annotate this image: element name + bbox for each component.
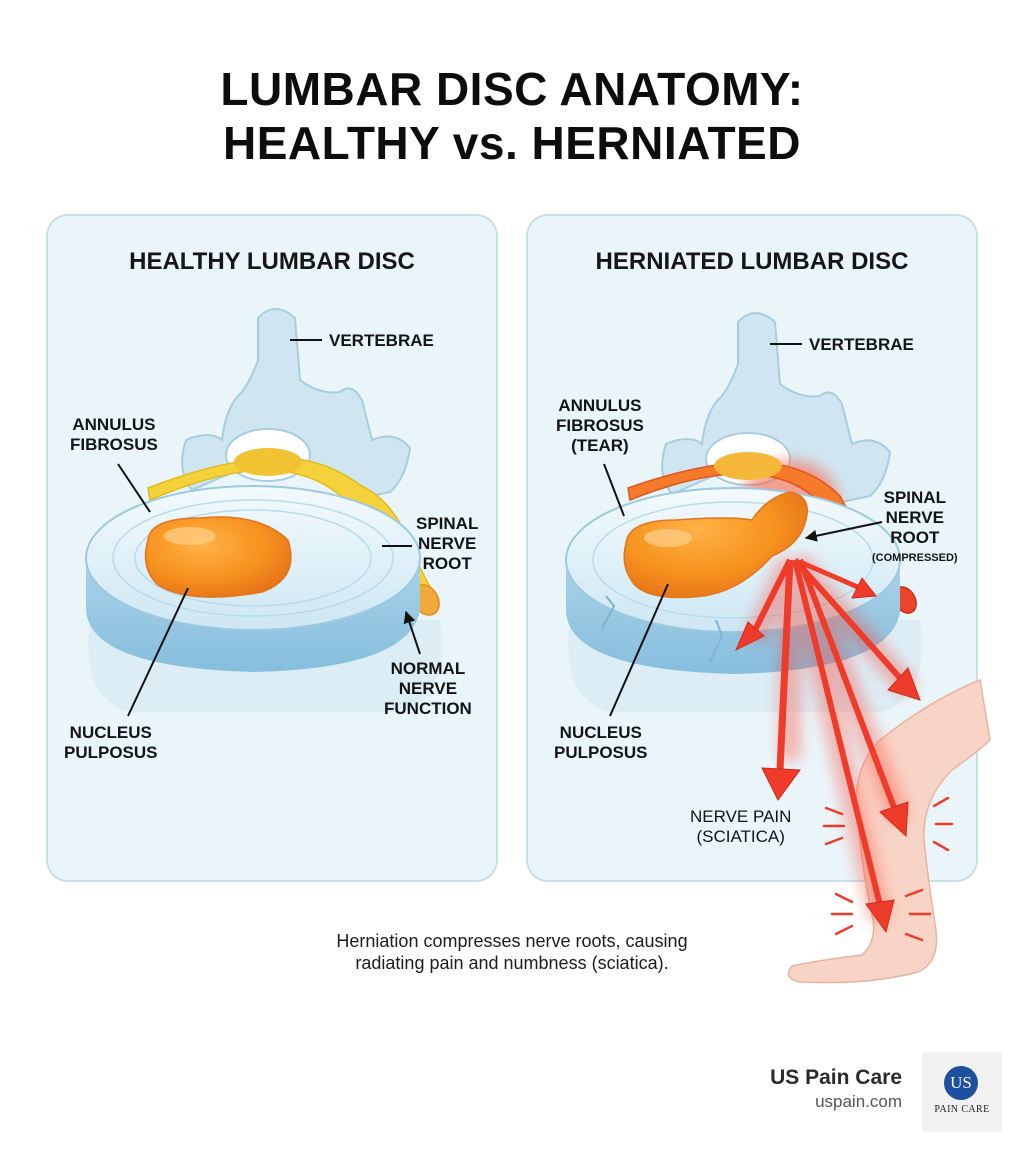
healthy-label-vertebrae: VERTEBRAE <box>329 331 434 351</box>
healthy-label-spinal-nerve-root: SPINAL NERVE ROOT <box>416 514 478 574</box>
herniated-label-spinal-nerve-root: SPINAL NERVE ROOT (COMPRESSED) <box>872 488 958 568</box>
herniated-label-nucleus: NUCLEUS PULPOSUS <box>554 723 648 763</box>
healthy-label-nucleus-line-2: PULPOSUS <box>64 743 158 763</box>
herniated-label-nucleus-line-2: PULPOSUS <box>554 743 648 763</box>
herniated-label-annulus-line-2: FIBROSUS <box>556 416 644 436</box>
healthy-label-annulus-line-2: FIBROSUS <box>70 435 158 455</box>
healthy-label-nerve-line-2: NERVE <box>416 534 478 554</box>
brand-logo: US PAIN CARE <box>922 1052 1002 1132</box>
healthy-disc <box>86 486 420 672</box>
healthy-label-nucleus: NUCLEUS PULPOSUS <box>64 723 158 763</box>
healthy-label-nerve-line-1: SPINAL <box>416 514 478 534</box>
herniated-label-pain-line-1: NERVE PAIN <box>690 807 791 827</box>
brand-url: uspain.com <box>815 1092 902 1112</box>
brand-name: US Pain Care <box>770 1066 902 1090</box>
herniated-label-nerve-line-1: SPINAL <box>872 488 958 508</box>
herniated-label-annulus-line-3: (TEAR) <box>556 436 644 456</box>
healthy-label-nucleus-line-1: NUCLEUS <box>64 723 158 743</box>
caption-line-1: Herniation compresses nerve roots, causi… <box>262 930 762 952</box>
logo-text: PAIN CARE <box>922 1104 1002 1115</box>
healthy-label-function-line-3: FUNCTION <box>384 699 472 719</box>
herniated-label-vertebrae: VERTEBRAE <box>809 335 914 355</box>
caption-line-2: radiating pain and numbness (sciatica). <box>262 952 762 974</box>
healthy-label-normal-nerve-function: NORMAL NERVE FUNCTION <box>384 659 472 719</box>
leg-illustration <box>788 680 990 983</box>
healthy-label-nerve-line-3: ROOT <box>416 554 478 574</box>
logo-mark: US <box>944 1066 978 1100</box>
herniated-label-nerve-line-2: NERVE <box>872 508 958 528</box>
herniated-label-nerve-line-4: (COMPRESSED) <box>872 548 958 568</box>
herniated-label-nerve-line-3: ROOT <box>872 528 958 548</box>
herniated-label-annulus-line-1: ANNULUS <box>556 396 644 416</box>
healthy-label-function-line-1: NORMAL <box>384 659 472 679</box>
herniated-label-nerve-pain: NERVE PAIN (SCIATICA) <box>690 807 791 847</box>
herniated-label-annulus: ANNULUS FIBROSUS (TEAR) <box>556 396 644 456</box>
healthy-label-annulus-line-1: ANNULUS <box>70 415 158 435</box>
herniated-label-pain-line-2: (SCIATICA) <box>690 827 791 847</box>
caption: Herniation compresses nerve roots, causi… <box>262 930 762 974</box>
healthy-label-annulus: ANNULUS FIBROSUS <box>70 415 158 455</box>
healthy-label-function-line-2: NERVE <box>384 679 472 699</box>
herniated-label-nucleus-line-1: NUCLEUS <box>554 723 648 743</box>
